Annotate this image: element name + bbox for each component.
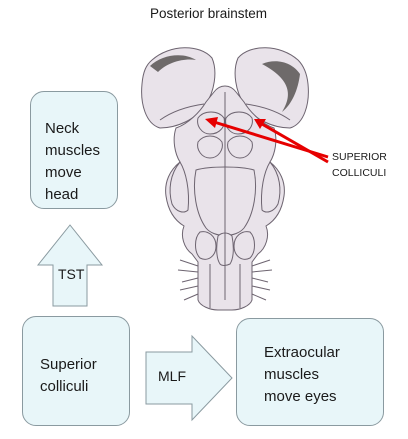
nerve-rootlets (177, 259, 273, 301)
tst-arrow-shape (36, 224, 104, 307)
right-inferior-colliculus (227, 135, 253, 159)
left-cerebellar-peduncle (169, 161, 189, 213)
mlf-arrow-label: MLF (158, 368, 186, 384)
sc-box-line-2: colliculi (40, 378, 89, 395)
right-hemisphere-inner-line (245, 103, 291, 121)
mlf-arrow-shape (145, 334, 233, 422)
callout-line-1: SUPERIOR (332, 151, 387, 163)
eom-box-line-3: move eyes (264, 388, 337, 405)
left-tubercle (195, 231, 217, 260)
neck-box-line-4: head (45, 186, 79, 203)
left-hemisphere-shade (150, 55, 196, 72)
neck-box-line-3: move (45, 164, 82, 181)
right-tubercle (233, 231, 255, 260)
neck-muscles-box (30, 91, 118, 209)
neck-box-line-1: Neck (45, 120, 80, 137)
sc-box-line-1: Superior (40, 356, 97, 373)
eom-box-line-1: Extraocular (264, 344, 340, 361)
superior-colliculi-box (22, 316, 130, 426)
pointer-head-right (254, 119, 266, 129)
left-inferior-colliculus (197, 135, 223, 159)
eom-box-line-2: muscles (264, 366, 320, 383)
diagram-title: Posterior brainstem (150, 6, 268, 21)
pointer-head-left (205, 117, 218, 128)
callout-line-2: COLLICULI (332, 167, 387, 179)
left-hemisphere-inner-line (159, 103, 205, 121)
extraocular-muscles-box (236, 318, 384, 426)
right-hemisphere-shade (262, 61, 300, 112)
right-cerebellar-peduncle (261, 161, 281, 213)
superior-colliculi-pointers (205, 117, 329, 164)
neck-box-line-2: muscles (45, 142, 101, 159)
pointer-line-right (261, 122, 329, 164)
tst-arrow-label: TST (58, 266, 85, 282)
